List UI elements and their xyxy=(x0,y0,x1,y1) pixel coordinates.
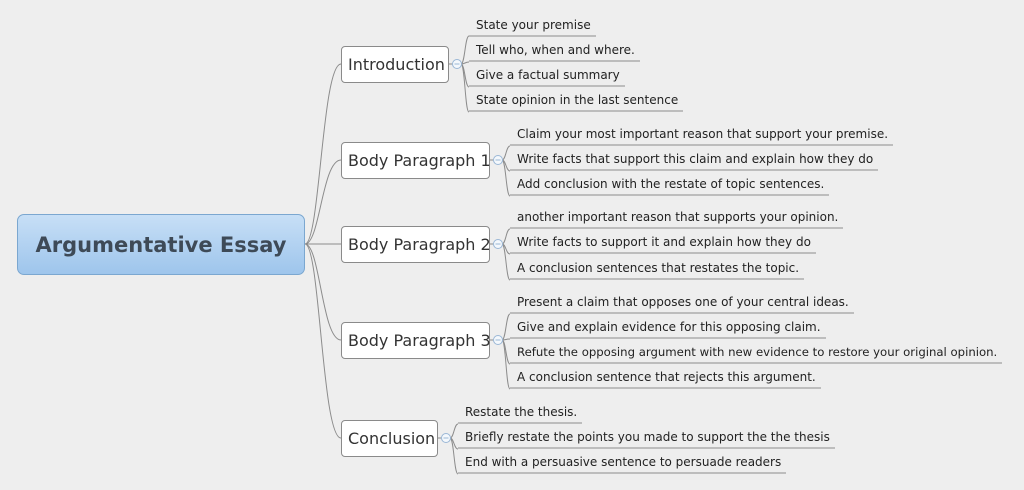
body1-item-3[interactable]: Add conclusion with the restate of topic… xyxy=(517,177,825,191)
body3-item-3[interactable]: Refute the opposing argument with new ev… xyxy=(517,345,998,359)
branch-body-paragraph-2[interactable]: Body Paragraph 2 xyxy=(341,226,491,263)
conclusion-item-3[interactable]: End with a persuasive sentence to persua… xyxy=(465,455,782,469)
body2-item-2[interactable]: Write facts to support it and explain ho… xyxy=(517,235,811,249)
body3-item-1[interactable]: Present a claim that opposes one of your… xyxy=(517,295,849,309)
branch-introduction[interactable]: Introduction xyxy=(341,46,449,83)
branch-body-paragraph-1[interactable]: Body Paragraph 1 xyxy=(341,142,491,179)
conclusion-item-1[interactable]: Restate the thesis. xyxy=(465,405,578,419)
intro-item-4[interactable]: State opinion in the last sentence xyxy=(476,93,679,107)
body3-item-4[interactable]: A conclusion sentence that rejects this … xyxy=(517,370,816,384)
body1-item-1[interactable]: Claim your most important reason that su… xyxy=(517,127,889,141)
branch-body-paragraph-3[interactable]: Body Paragraph 3 xyxy=(341,322,491,359)
body2-item-3[interactable]: A conclusion sentences that restates the… xyxy=(517,261,800,275)
branch-conclusion[interactable]: Conclusion xyxy=(341,420,438,457)
intro-item-2[interactable]: Tell who, when and where. xyxy=(476,43,635,57)
central-topic[interactable]: Argumentative Essay xyxy=(17,214,305,275)
conclusion-item-2[interactable]: Briefly restate the points you made to s… xyxy=(465,430,830,444)
body3-item-2[interactable]: Give and explain evidence for this oppos… xyxy=(517,320,821,334)
body2-item-1[interactable]: another important reason that supports y… xyxy=(517,210,839,224)
intro-item-1[interactable]: State your premise xyxy=(476,18,591,32)
body1-item-2[interactable]: Write facts that support this claim and … xyxy=(517,152,874,166)
intro-item-3[interactable]: Give a factual summary xyxy=(476,68,620,82)
